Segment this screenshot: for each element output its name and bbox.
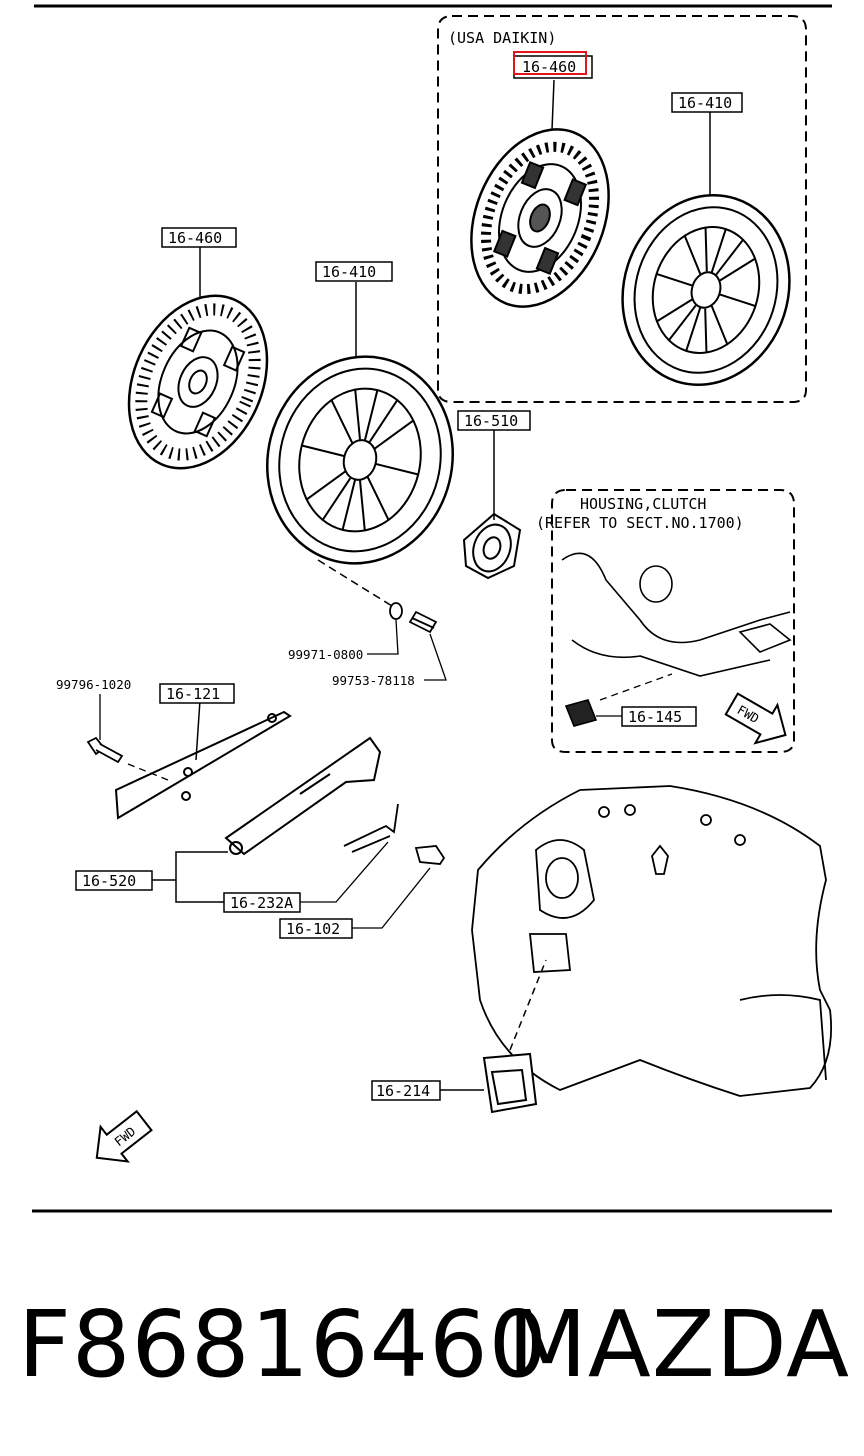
callout-boot-label: 16-214 (376, 1082, 430, 1100)
housing-note-line-2: (REFER TO SECT.NO.1700) (536, 514, 744, 532)
clutch-disc-drawing (127, 246, 269, 470)
callout-disc[interactable]: 16-460 (161, 227, 237, 248)
part-number: F86816460 (18, 1291, 549, 1398)
washer-part-number[interactable]: 99971-0800 (288, 647, 363, 662)
callout-disc-label: 16-460 (168, 229, 222, 247)
callout-cover-usa[interactable]: 16-410 (671, 92, 743, 113)
callout-bearing-label: 16-510 (464, 412, 518, 430)
brand-name: MAZDA (507, 1291, 850, 1398)
callout-pivot-label: 16-102 (286, 920, 340, 938)
release-bearing-drawing (462, 430, 522, 580)
callout-cover-usa-label: 16-410 (678, 94, 732, 112)
return-spring-drawing (300, 803, 399, 903)
callout-cover-label: 16-410 (322, 263, 376, 281)
callout-shim-label: 16-121 (166, 685, 220, 703)
callout-clip[interactable]: 16-145 (621, 706, 697, 727)
highlight-box (513, 51, 587, 75)
release-boot-drawing (440, 959, 547, 1114)
callout-bearing[interactable]: 16-510 (457, 410, 531, 431)
callout-spring[interactable]: 16-232A (223, 892, 301, 913)
release-fork-drawing (224, 736, 382, 856)
clutch-cover-drawing (266, 282, 454, 607)
shim-plate-drawing (114, 699, 292, 820)
cover-bolt-part-number[interactable]: 99753-78118 (332, 673, 415, 688)
washer-bolt-drawing (367, 602, 447, 681)
callout-cover[interactable]: 16-410 (315, 261, 393, 282)
callout-shim[interactable]: 16-121 (159, 683, 235, 704)
callout-fork-group[interactable]: 16-520 (75, 870, 153, 891)
callout-disc-usa[interactable]: 16-460 (513, 51, 593, 79)
callout-fork-group-label: 16-520 (82, 872, 136, 890)
fork-group-bracket (175, 851, 228, 903)
clutch-cover-usa-drawing (621, 112, 791, 387)
transmission-drawing (471, 785, 833, 1097)
caption-bar: F86816460 MAZDA (0, 1280, 864, 1410)
callout-pivot[interactable]: 16-102 (279, 918, 353, 939)
callout-spring-label: 16-232A (230, 894, 293, 912)
callout-disc-usa-label: 16-460 (522, 58, 576, 76)
usa-daikin-title: (USA DAIKIN) (448, 29, 556, 47)
fwd-arrow: FWD (95, 1109, 153, 1163)
shim-bolt-part-number[interactable]: 99796-1020 (56, 677, 131, 692)
callout-boot[interactable]: 16-214 (371, 1080, 441, 1101)
housing-note-line-1: HOUSING,CLUTCH (580, 495, 706, 513)
usa-daikin-group: (USA DAIKIN) (437, 15, 807, 403)
exploded-parts-diagram: (USA DAIKIN) (32, 4, 833, 1213)
shim-bolt-drawing (86, 694, 169, 781)
pivot-bolt-drawing (352, 845, 446, 929)
callout-clip-label: 16-145 (628, 708, 682, 726)
housing-fwd-arrow: FWD (724, 692, 787, 745)
housing-group: HOUSING,CLUTCH (REFER TO SECT.NO.1700) F… (536, 489, 795, 753)
clutch-disc-usa-drawing (470, 79, 610, 308)
